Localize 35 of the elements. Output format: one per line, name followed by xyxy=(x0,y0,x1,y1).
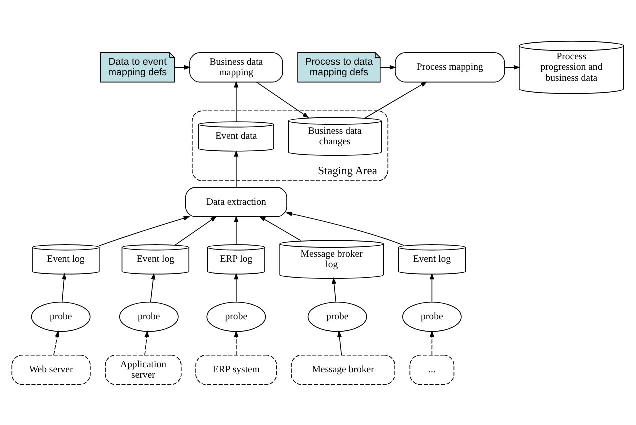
node-ellipse: probe xyxy=(119,301,179,332)
arrow xyxy=(234,150,239,188)
node-box: Data extraction xyxy=(185,186,288,217)
arrow xyxy=(234,330,239,356)
node-ellipse: probe xyxy=(308,301,368,332)
arrow xyxy=(286,211,404,246)
arrow xyxy=(380,64,396,70)
node-box: Web server xyxy=(12,354,91,385)
arrow xyxy=(504,64,521,70)
arrow xyxy=(337,330,342,356)
arrow xyxy=(234,215,239,245)
arrow xyxy=(144,330,150,356)
arrow xyxy=(150,272,156,302)
arrow xyxy=(430,272,434,302)
arrow xyxy=(98,216,190,246)
node-box: ERP system xyxy=(196,354,278,385)
arrow xyxy=(54,330,60,356)
node-box: Business data mapping xyxy=(190,52,284,82)
node-ellipse: probe xyxy=(31,301,91,332)
arrow xyxy=(256,82,310,118)
arrow xyxy=(259,216,302,241)
arrow xyxy=(234,80,239,122)
arrow xyxy=(430,330,434,356)
arrow xyxy=(332,277,337,302)
arrow xyxy=(174,64,191,70)
arrow xyxy=(234,272,239,302)
arrow xyxy=(365,81,428,118)
node-box: Message broker xyxy=(291,354,396,385)
node-ellipse: probe xyxy=(402,301,462,332)
node-box: Application server xyxy=(105,354,182,385)
node-ellipse: probe xyxy=(206,301,266,332)
arrow xyxy=(62,272,67,302)
arrow xyxy=(175,216,218,245)
node-box: Process mapping xyxy=(395,52,506,82)
node-box: ... xyxy=(410,354,455,385)
